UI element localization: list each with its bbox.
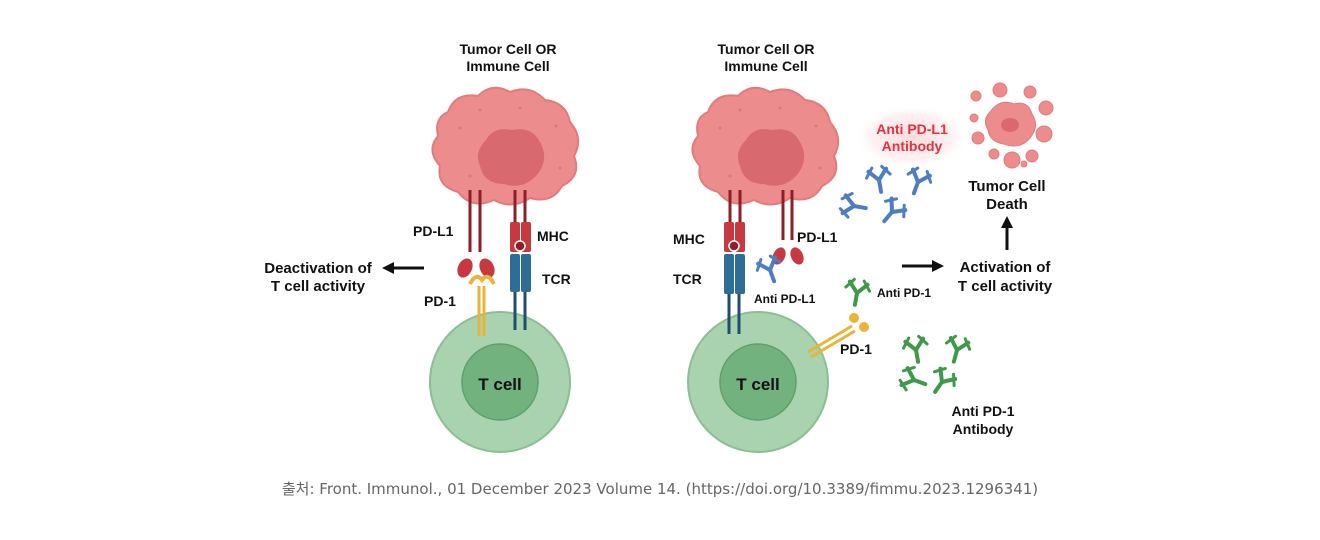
bound-anti-pd1-icon: [841, 276, 874, 309]
right-pdl1-label: PD-L1: [797, 229, 838, 245]
deactivation-line1: Deactivation of: [264, 260, 373, 277]
anti-pd1-antibody-cluster: [895, 332, 974, 401]
left-pd1-receptor: [468, 274, 496, 336]
right-tumor-dots: [718, 106, 822, 178]
anti-pd1-antibody-line2: Antibody: [953, 421, 1014, 437]
deactivation-line2: T cell activity: [271, 278, 366, 295]
anti-pd1-antibody-line1: Anti PD-1: [952, 403, 1015, 419]
right-pd1-label: PD-1: [840, 341, 872, 357]
left-tcell-label: T cell: [478, 375, 521, 394]
left-tumor-dots: [458, 106, 562, 178]
tumor-death-fragments: [969, 82, 1054, 169]
left-panel: Tumor Cell OR Immune Cell T cell: [264, 41, 580, 453]
deactivation-arrow: [382, 262, 424, 274]
left-pd1-label: PD-1: [424, 293, 456, 309]
left-tumor-nucleus: [478, 129, 545, 186]
right-tcr-label: TCR: [673, 271, 702, 287]
right-title-line2: Immune Cell: [724, 58, 807, 74]
right-tcell-inner: [719, 343, 797, 421]
anti-pdl1-antibody-line1: Anti PD-L1: [876, 121, 948, 137]
right-panel: Tumor Cell OR Immune Cell T cell: [673, 41, 1054, 453]
up-arrow: [1001, 216, 1013, 250]
tumor-death-line2: Death: [986, 196, 1028, 213]
activation-arrow: [902, 260, 944, 272]
anti-pd1-small-label: Anti PD-1: [877, 286, 931, 300]
activation-line2: T cell activity: [958, 278, 1053, 295]
right-mhc-label: MHC: [673, 231, 705, 247]
right-pd1-receptor: [807, 313, 869, 359]
right-mhc-tcr: [724, 190, 745, 334]
left-pdl1-receptor: [457, 190, 495, 278]
anti-pdl1-small-label: Anti PD-L1: [754, 292, 816, 306]
left-tcell-inner: [461, 343, 539, 421]
right-tumor-nucleus: [738, 129, 805, 186]
left-pdl1-label: PD-L1: [413, 223, 454, 239]
left-mhc-label: MHC: [537, 228, 569, 244]
anti-pdl1-glow: [854, 105, 970, 169]
source-caption: 출처: Front. Immunol., 01 December 2023 Vo…: [281, 480, 1039, 498]
right-tcell-label: T cell: [736, 375, 779, 394]
tumor-death-line1: Tumor Cell: [968, 178, 1045, 195]
anti-pdl1-antibody-line2: Antibody: [882, 138, 943, 154]
left-title-line2: Immune Cell: [466, 58, 549, 74]
left-title-line1: Tumor Cell OR: [460, 41, 557, 57]
left-tcr-label: TCR: [542, 271, 571, 287]
activation-line1: Activation of: [960, 259, 1052, 276]
left-mhc-tcr: [510, 190, 531, 330]
right-title-line1: Tumor Cell OR: [718, 41, 815, 57]
anti-pdl1-antibody-cluster: [837, 163, 936, 231]
